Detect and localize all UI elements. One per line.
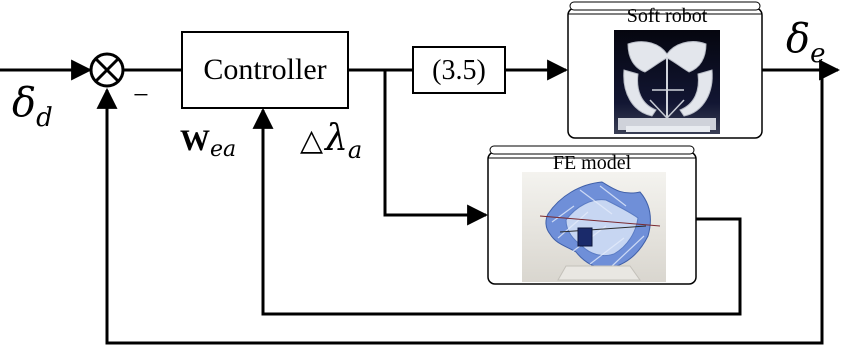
controller-label: Controller bbox=[203, 53, 326, 86]
minus-sign: − bbox=[133, 80, 149, 111]
equation-block bbox=[412, 46, 506, 94]
delta-lambda-a-label: △λa bbox=[300, 118, 362, 164]
soft-robot-label: Soft robot bbox=[627, 5, 708, 27]
fe-model-label: FE model bbox=[553, 152, 632, 174]
fe-feedback-arrow bbox=[252, 107, 742, 316]
equation-label: (3.5) bbox=[432, 55, 486, 86]
to-fe-model-arrow bbox=[383, 70, 489, 226]
delta-d-label: δd bbox=[12, 80, 53, 133]
soft-robot-image bbox=[614, 30, 720, 134]
outer-feedback-arrow bbox=[96, 70, 824, 345]
delta-e-label: δe bbox=[786, 16, 825, 69]
w-ea-label: Wea bbox=[180, 124, 236, 162]
controller-block bbox=[181, 31, 349, 109]
summing-junction bbox=[89, 52, 125, 88]
fe-model-image bbox=[522, 172, 666, 282]
